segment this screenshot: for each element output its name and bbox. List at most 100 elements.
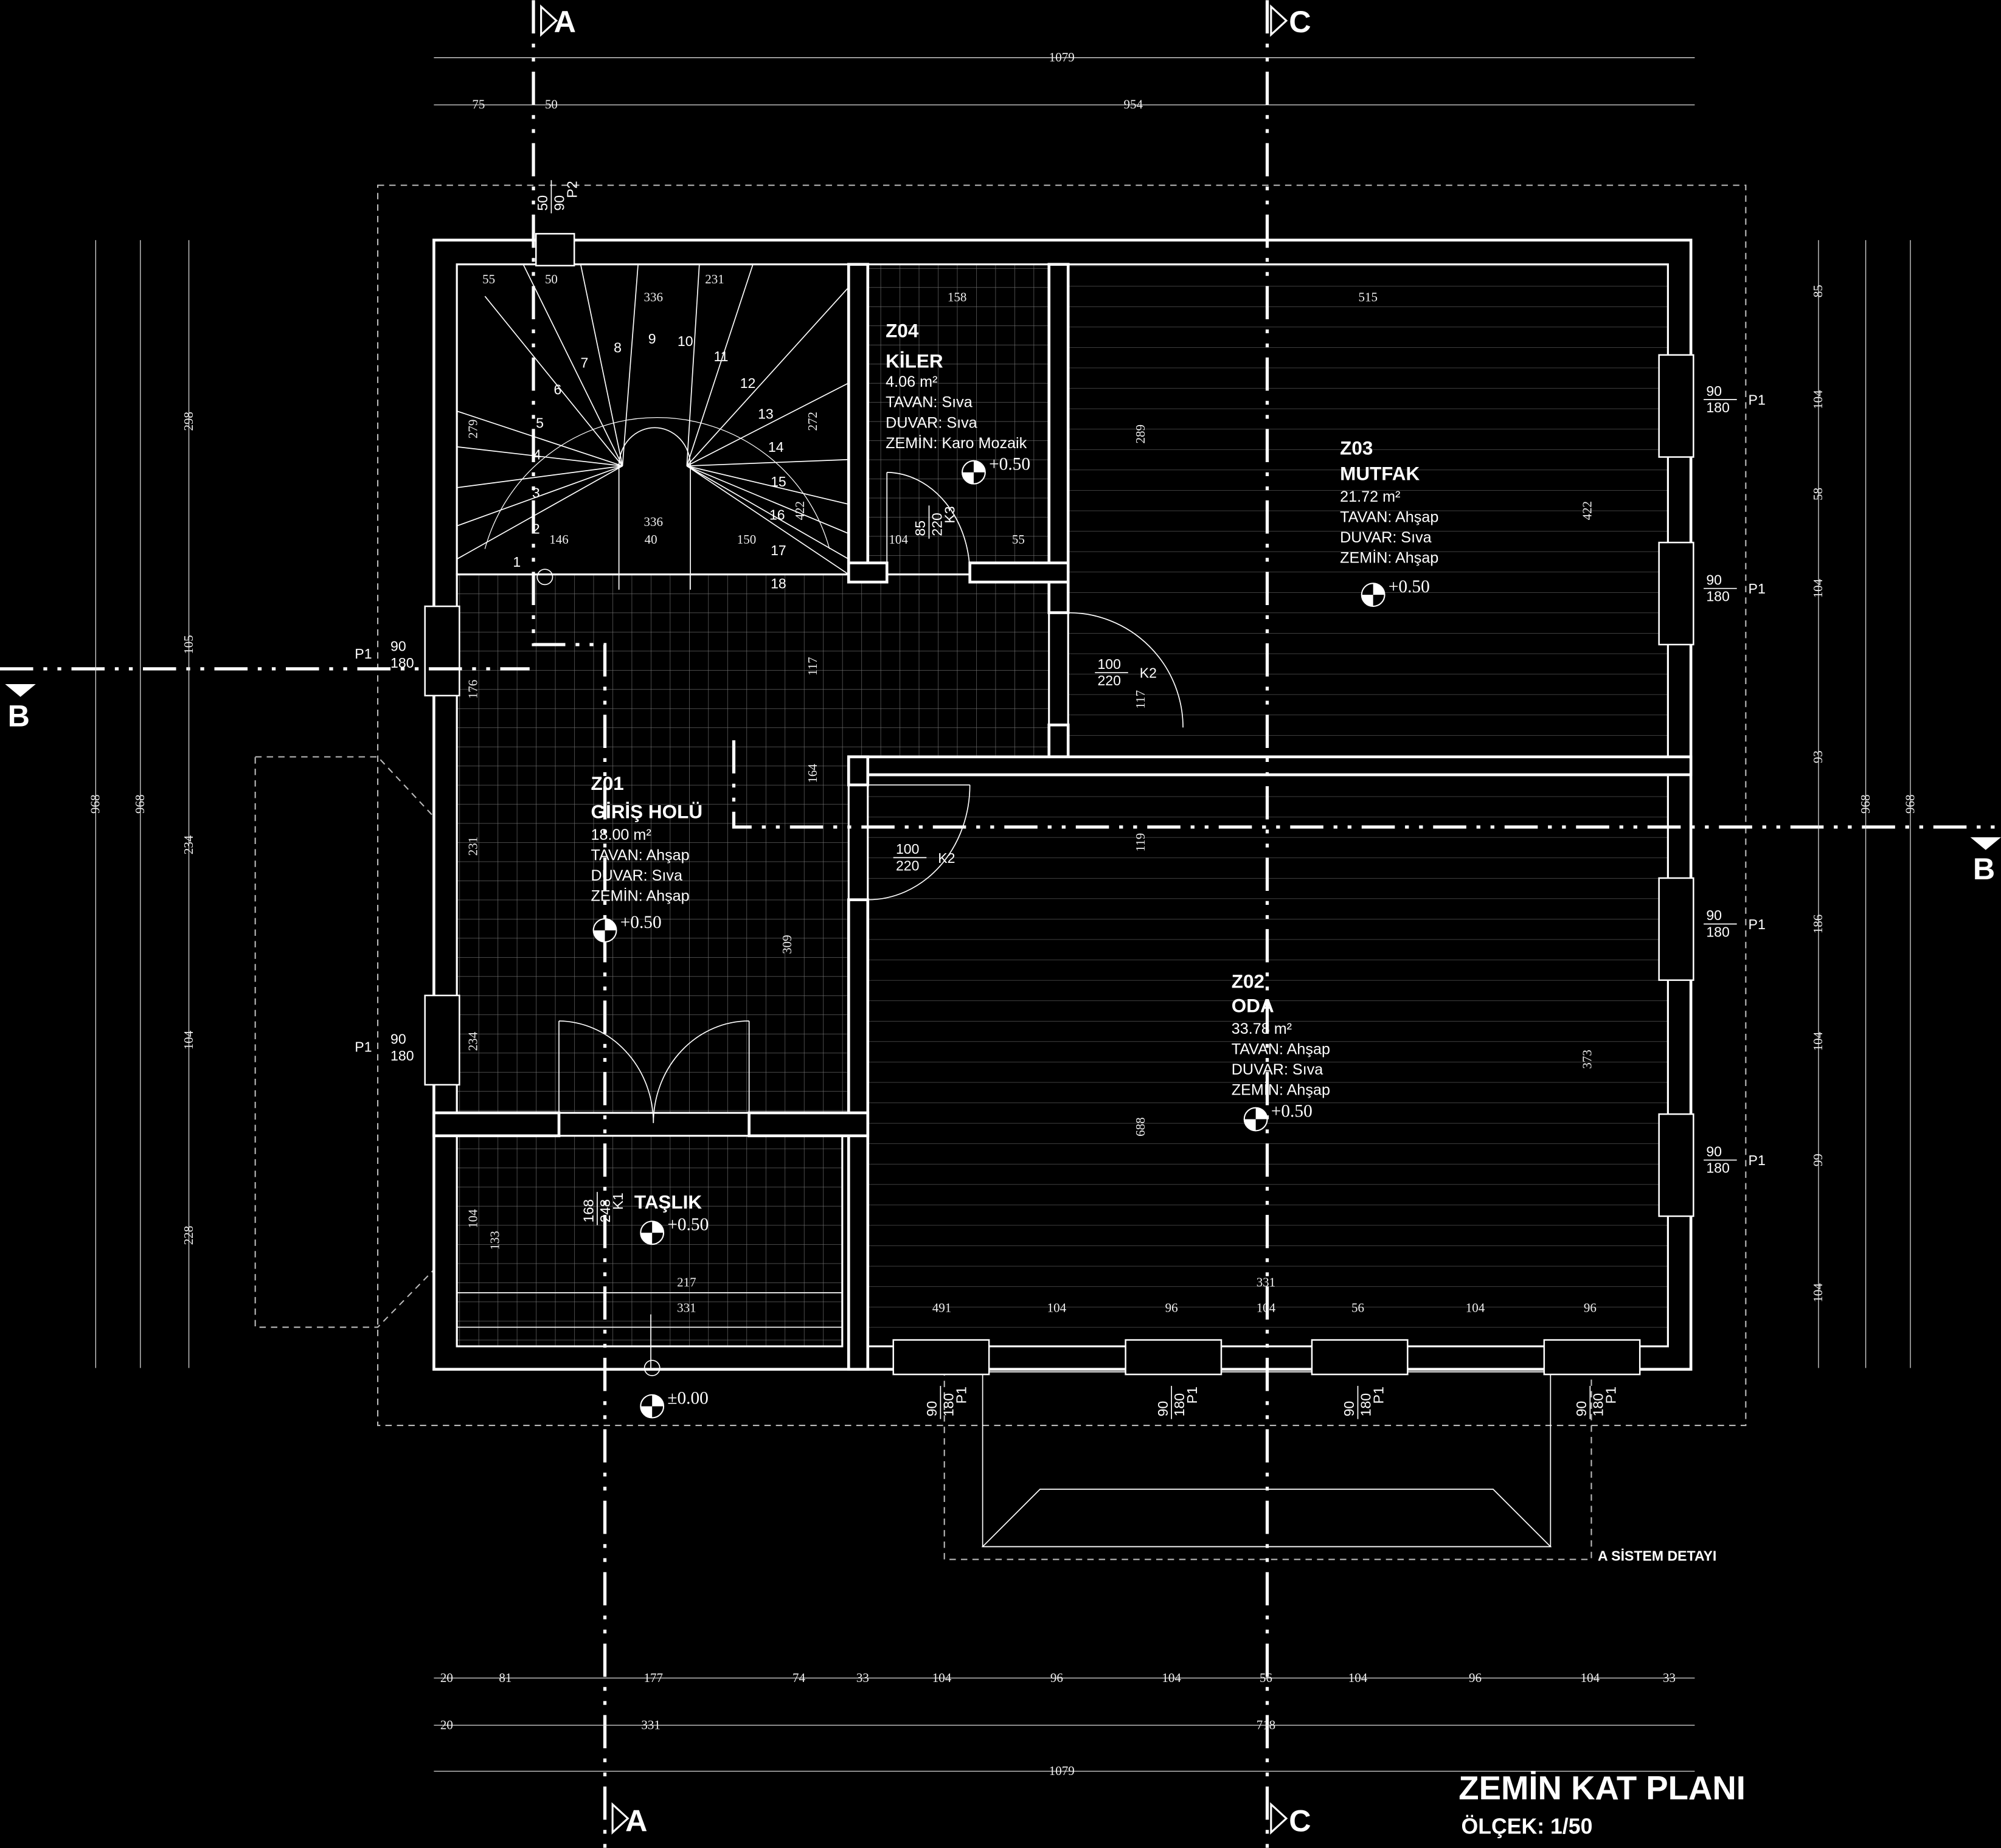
room-id: Z01 bbox=[591, 773, 623, 794]
interior-dimension: 336 bbox=[644, 514, 663, 529]
dimension-label: 968 bbox=[1902, 795, 1917, 814]
opening-height: 180 bbox=[390, 1048, 414, 1064]
section-line-b bbox=[0, 667, 2001, 829]
stair-tread bbox=[622, 264, 639, 466]
dimension-label: 104 bbox=[1811, 578, 1825, 598]
door-k3-pantry[interactable] bbox=[886, 471, 971, 575]
dimension-label: 105 bbox=[181, 635, 196, 654]
dimension-label: 20 bbox=[440, 1670, 453, 1685]
interior-dimension: 50 bbox=[545, 272, 558, 286]
windows bbox=[424, 233, 1694, 1376]
dimension-label: 99 bbox=[1811, 1154, 1825, 1166]
interior-dimension: 96 bbox=[1584, 1300, 1597, 1315]
opening-width: 100 bbox=[1097, 656, 1121, 672]
dimension-label: 177 bbox=[644, 1670, 663, 1685]
door-k2-room[interactable] bbox=[867, 784, 971, 901]
section-b-left: B bbox=[8, 698, 30, 733]
interior-dimension: 234 bbox=[466, 1031, 480, 1051]
stair-start-marker bbox=[536, 569, 553, 586]
door-k1-entry[interactable] bbox=[558, 1020, 750, 1123]
opening-tag: P1 bbox=[1749, 392, 1766, 408]
stair-tread bbox=[456, 410, 623, 467]
interior-dimension: 55 bbox=[482, 272, 495, 286]
interior-dimension: 104 bbox=[1466, 1300, 1485, 1315]
stair-step-number: 14 bbox=[768, 439, 784, 455]
opening-height: 220 bbox=[1097, 673, 1121, 688]
elevation-value: +0.50 bbox=[989, 455, 1030, 474]
opening-width: 168 bbox=[581, 1199, 597, 1223]
dimension-label: 104 bbox=[1811, 1031, 1825, 1051]
section-a-bottom: A bbox=[625, 1803, 647, 1838]
opening-tag: K2 bbox=[938, 850, 955, 866]
interior-dimension: 146 bbox=[549, 532, 568, 547]
dimension-label: 96 bbox=[1469, 1670, 1482, 1685]
dimension-label: 33 bbox=[856, 1670, 869, 1685]
opening-height: 180 bbox=[1706, 1160, 1730, 1176]
opening-height: 180 bbox=[1706, 400, 1730, 415]
dimension-label: 228 bbox=[181, 1226, 196, 1245]
interior-dimension: 40 bbox=[645, 532, 657, 547]
dimension-label: 74 bbox=[792, 1670, 805, 1685]
dimension-label: 331 bbox=[641, 1717, 660, 1732]
room-id: Z04 bbox=[886, 320, 919, 341]
dimension-label: 1079 bbox=[1049, 1763, 1075, 1778]
interior-dimension: 331 bbox=[677, 1300, 696, 1315]
window bbox=[1658, 877, 1694, 981]
canopy-inner bbox=[981, 1489, 1552, 1548]
stair-tread bbox=[686, 382, 849, 466]
room-name: KİLER bbox=[886, 351, 943, 372]
elevation-value: ±0.00 bbox=[667, 1388, 709, 1408]
section-markers: A A C C B B bbox=[5, 4, 2001, 1838]
interior-dimension: 491 bbox=[932, 1300, 951, 1315]
opening-tag: P1 bbox=[355, 1039, 372, 1054]
dimension-label: 104 bbox=[1581, 1670, 1600, 1685]
stair-walkline bbox=[484, 417, 830, 549]
stair-step-number: 5 bbox=[536, 415, 544, 431]
section-c-top: C bbox=[1289, 4, 1311, 39]
opening-width: 85 bbox=[912, 521, 928, 536]
stair-step-number: 17 bbox=[771, 542, 786, 558]
dimension-label: 58 bbox=[1811, 488, 1825, 500]
stair-tread bbox=[686, 465, 849, 560]
dimension-lines bbox=[95, 57, 1911, 1772]
dimension-label: 104 bbox=[932, 1670, 952, 1685]
opening-height: 180 bbox=[940, 1393, 956, 1417]
stair-tread bbox=[686, 264, 754, 466]
stair-tread bbox=[686, 286, 849, 466]
dimension-label: 968 bbox=[88, 795, 103, 814]
opening-width: 90 bbox=[1706, 572, 1722, 587]
window bbox=[1658, 541, 1694, 646]
dimension-label: 1079 bbox=[1049, 50, 1075, 64]
room-wall: DUVAR: Sıva bbox=[591, 867, 682, 884]
elevation-value: +0.50 bbox=[1389, 577, 1430, 597]
elevation-value: +0.50 bbox=[1271, 1101, 1313, 1121]
interior-dimension: 217 bbox=[677, 1275, 696, 1289]
room-z01-label: Z01 GİRİŞ HOLÜ 18.00 m² TAVAN: Ahşap DUV… bbox=[591, 773, 702, 905]
opening-tag: P1 bbox=[1603, 1386, 1618, 1403]
opening-width: 90 bbox=[1706, 907, 1722, 923]
dimension-label: 96 bbox=[1050, 1670, 1063, 1685]
room-floor: ZEMİN: Ahşap bbox=[591, 887, 689, 905]
stair-tread bbox=[686, 264, 700, 466]
room-name: MUTFAK bbox=[1340, 463, 1420, 484]
elevation-symbol-fill bbox=[1361, 583, 1385, 607]
door-k2-kitchen[interactable] bbox=[1067, 612, 1184, 728]
interior-dimension: 272 bbox=[805, 412, 820, 431]
room-name: GİRİŞ HOLÜ bbox=[591, 801, 702, 822]
opening-height: 180 bbox=[1358, 1393, 1373, 1417]
dimension-label: 298 bbox=[181, 412, 196, 431]
opening-width: 90 bbox=[1573, 1401, 1589, 1417]
window bbox=[1658, 1113, 1694, 1217]
wall-oda-top bbox=[847, 755, 1693, 777]
opening-tag: P1 bbox=[1749, 1152, 1766, 1168]
interior-dimension: 164 bbox=[805, 764, 820, 783]
dimension-label: 718 bbox=[1257, 1717, 1275, 1732]
